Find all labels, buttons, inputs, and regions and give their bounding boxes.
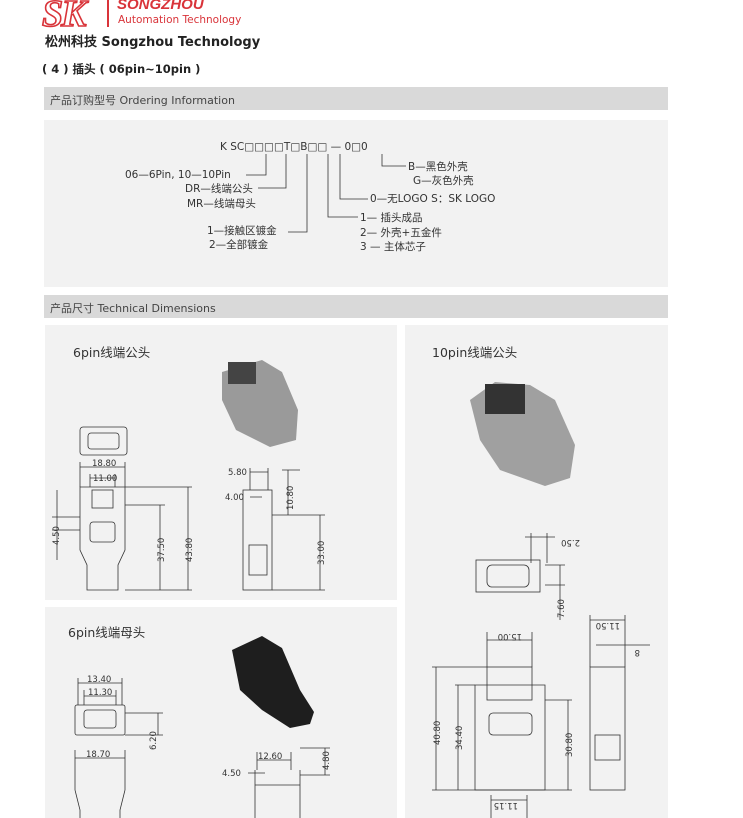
dim: 43.80 [185,538,195,562]
male10-drawing: 2.50 7.60 15.00 40.80 34.40 30.80 11.15 … [432,382,650,818]
note-plate1: 1—接触区镀金 [207,224,277,237]
note-pins: 06—6Pin, 10—10Pin [125,169,231,181]
note-logo: 0—无LOGO S：SK LOGO [370,193,495,205]
male6-title: 6pin线端公头 [73,345,151,360]
female6-title: 6pin线端母头 [68,625,146,640]
male6-drawing: 18.80 11.00 4.50 37.50 43.80 5.80 4.00 1… [52,360,327,591]
dim: 40.80 [433,721,443,745]
company-name: 松州科技 Songzhou Technology [45,35,261,50]
dim: 5.80 [228,468,247,478]
male10-photo [470,382,575,486]
logo-divider [107,0,109,27]
ordering-diagram: K SC□□□□T□B□□ — 0□0 06—6Pin, 10—10Pin DR… [125,141,495,253]
note-mr: MR—线端母头 [187,197,256,210]
logo: SK [41,0,87,36]
dim: 15.00 [498,631,522,641]
male10-title: 10pin线端公头 [432,345,518,360]
dimensions-section-bar: 产品尺寸 Technical Dimensions [44,295,668,318]
dim: 18.80 [92,459,116,469]
male6-photo [222,360,298,447]
brand-name: SONGZHOU [117,0,204,13]
dim: 11.00 [93,474,117,484]
note-plate2: 2—全部镀金 [209,238,269,251]
dim: 11.50 [596,620,620,630]
dim: 33.00 [317,541,327,565]
female6-photo [232,636,314,728]
dim: 2.50 [561,537,580,547]
section-subtitle: ( 4 ) 插头 ( 06pin~10pin ) [42,62,201,76]
dim: 11.30 [88,688,112,698]
ordering-section-bar: 产品订购型号 Ordering Information [44,87,668,110]
note-dr: DR—线端公头 [185,182,253,195]
female6-panel [45,607,397,818]
female6-drawing: 13.40 11.30 6.20 18.70 12.60 4.50 4.80 [74,636,332,818]
dim: 34.40 [455,726,465,750]
note-prod3: 3 — 主体芯子 [360,240,426,253]
dim: 37.50 [157,538,167,562]
dim: 4.50 [52,526,62,545]
order-code: K SC□□□□T□B□□ — 0□0 [220,141,368,153]
brand-subtitle: Automation Technology [118,14,242,26]
dim: 4.00 [225,493,244,503]
dim: 7.60 [557,599,567,618]
dim: 12.60 [258,752,282,762]
dim: 8 [635,647,640,657]
dim: 11.15 [494,800,518,810]
dim: 18.70 [86,750,110,760]
note-black: B—黑色外壳 [408,160,468,173]
dim: 30.80 [565,733,575,757]
dim: 4.50 [222,769,241,779]
dim: 13.40 [87,675,111,685]
note-prod1: 1— 插头成品 [360,211,423,224]
male6-panel [45,325,397,600]
dim: 10.80 [286,486,296,510]
note-gray: G—灰色外壳 [413,174,474,187]
dim: 4.80 [322,751,332,770]
dim: 6.20 [149,731,159,750]
ordering-panel [44,120,668,287]
note-prod2: 2— 外壳+五金件 [360,226,442,239]
